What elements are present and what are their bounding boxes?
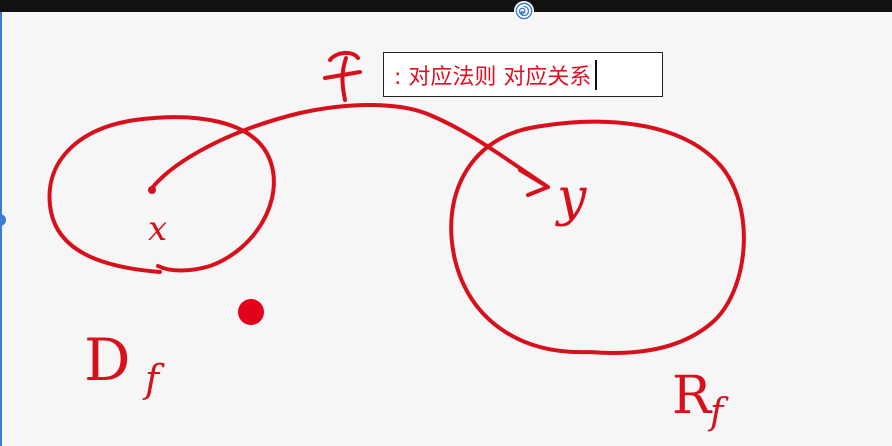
text-caret [595, 59, 598, 90]
ink-dot [238, 299, 264, 325]
range-label-sub: f [707, 392, 729, 433]
domain-element-label: x [148, 209, 167, 249]
mapping-arrow [150, 103, 547, 190]
text-annotation-box[interactable]: : 对应法则 对应关系 [383, 52, 663, 97]
domain-ellipse [47, 115, 276, 274]
arrow-head [518, 168, 550, 197]
range-element-label: y [555, 168, 587, 228]
rotate-spiral-icon [515, 2, 533, 20]
left-resize-handle[interactable] [0, 214, 6, 226]
top-toolbar-strip [0, 0, 892, 12]
left-selection-rail [0, 12, 2, 446]
range-label-main: R [672, 366, 713, 426]
rotate-handle[interactable] [514, 1, 534, 21]
f-stroke [323, 51, 362, 102]
domain-point [148, 186, 156, 194]
function-label: f [0, 0, 1, 1]
domain-label-sub: f [142, 357, 165, 401]
domain-label-main: D [84, 326, 131, 394]
range-circle [449, 119, 746, 355]
annotation-text[interactable]: : 对应法则 对应关系 [394, 64, 592, 90]
